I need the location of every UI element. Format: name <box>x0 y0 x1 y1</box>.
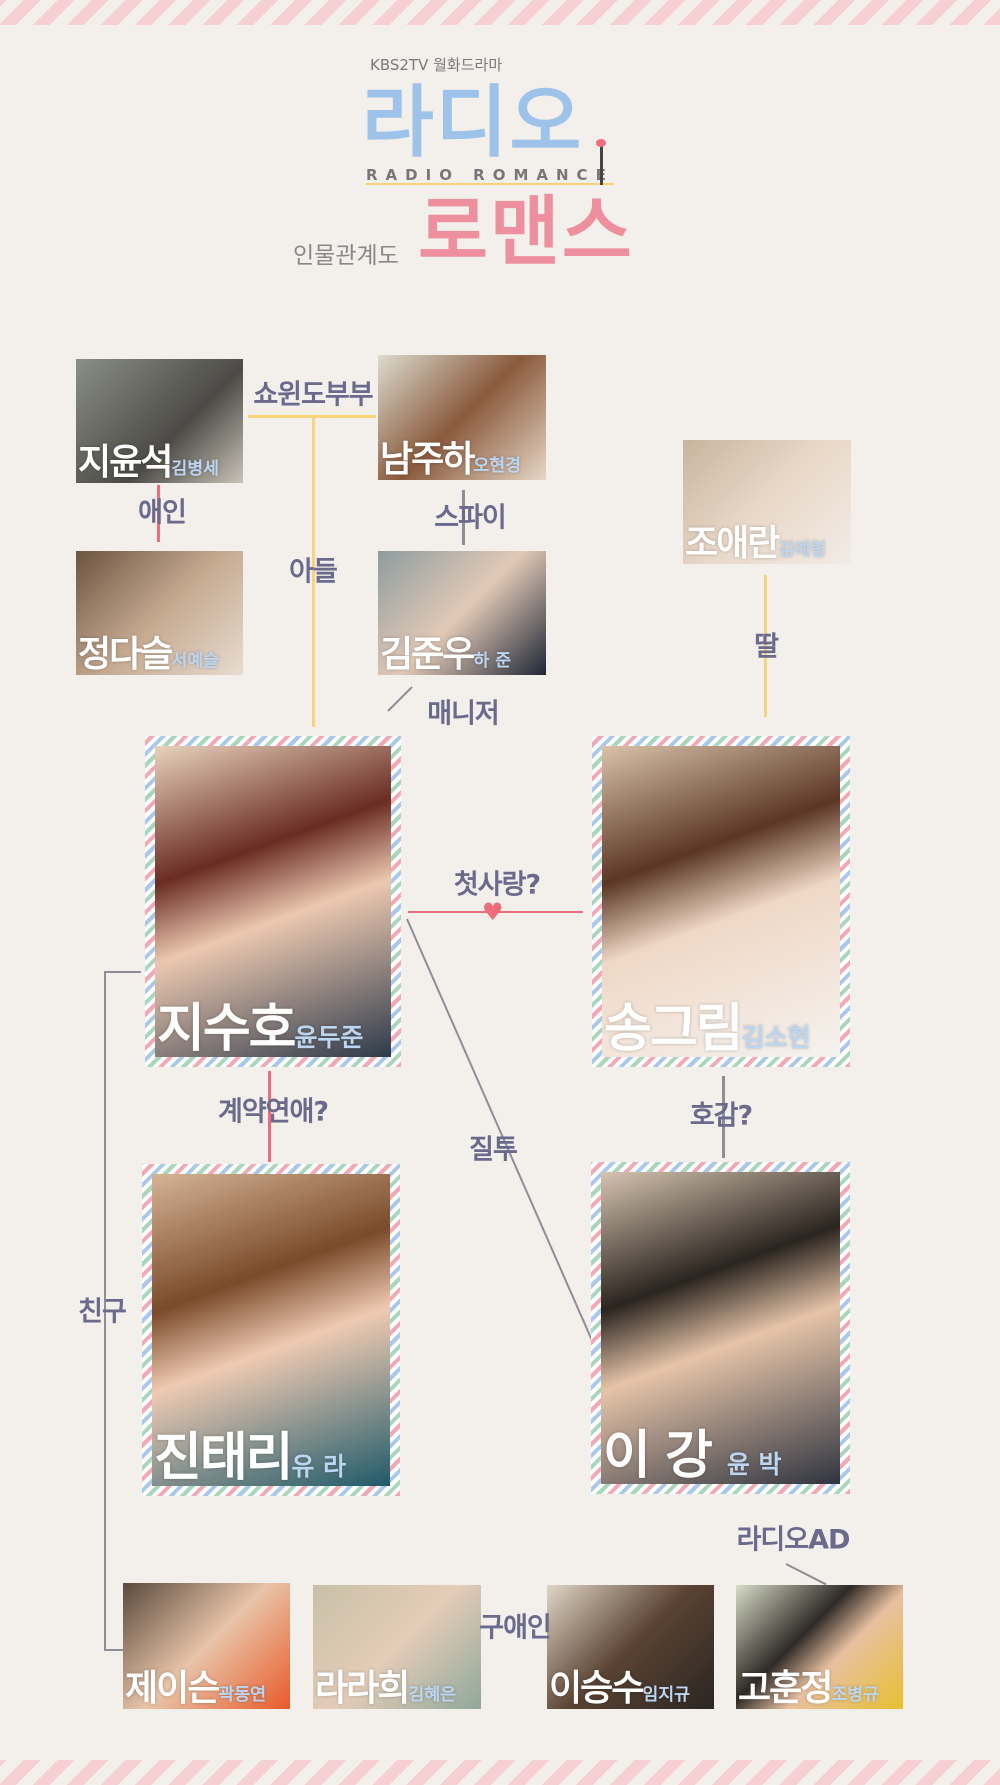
character-lee-kang: 이 강 윤 박 <box>591 1162 850 1494</box>
actor-name: 유 라 <box>291 1452 347 1481</box>
relation-radio-ad: 라디오AD <box>736 1524 851 1556</box>
character-name: 이승수 <box>549 1668 644 1709</box>
actor-name: 윤두준 <box>294 1023 364 1052</box>
relation-spy: 스파이 <box>434 502 507 534</box>
top-stripe-border <box>0 0 1000 25</box>
character-go-hunjeong: 고훈정조병규 <box>736 1585 903 1709</box>
character-ji-yunseok: 지윤석김병세 <box>76 359 243 483</box>
manager-line <box>387 686 413 712</box>
character-kim-junwoo: 김준우하 준 <box>378 551 546 675</box>
antenna-icon <box>596 139 606 185</box>
chart-label: 인물관계도 <box>293 243 399 269</box>
relation-friend: 친구 <box>78 1296 127 1328</box>
relation-son: 아들 <box>289 556 338 588</box>
title-top: 라디오 <box>362 78 584 168</box>
title-bottom: 로맨스 <box>418 187 634 276</box>
actor-name: 곽동연 <box>218 1685 267 1705</box>
character-jason: 제이슨곽동연 <box>123 1583 290 1709</box>
crush-line <box>722 1076 725 1158</box>
character-ra-rahee: 라라희김혜은 <box>313 1585 481 1709</box>
actor-name: 조병규 <box>831 1685 880 1705</box>
radio-ad-line <box>785 1563 827 1586</box>
character-song-geurim: 송그림김소현 <box>592 736 850 1067</box>
heart-icon: ♥ <box>482 898 504 926</box>
character-name: 정다슬 <box>78 634 173 675</box>
character-ji-suho: 지수호윤두준 <box>145 736 401 1067</box>
relation-lover: 애인 <box>138 497 187 529</box>
actor-name: 오현경 <box>473 456 522 476</box>
relation-contract-dating: 계약연애? <box>217 1096 329 1128</box>
character-jung-daseul: 정다슬서예슬 <box>76 551 243 675</box>
character-name: 이 강 <box>603 1426 713 1484</box>
character-name: 고훈정 <box>738 1668 833 1709</box>
character-name: 지수호 <box>157 999 297 1057</box>
character-name: 제이슨 <box>125 1668 220 1709</box>
character-jo-aeran: 조애란김예령 <box>683 440 851 564</box>
daughter-line <box>764 575 767 717</box>
relation-first-love: 첫사랑? <box>453 869 541 901</box>
actor-name: 김예령 <box>778 540 827 560</box>
actor-name: 김혜은 <box>408 1685 457 1705</box>
first-love-line <box>408 911 583 913</box>
character-lee-seungsu: 이승수임지규 <box>547 1585 714 1709</box>
friend-bracket <box>104 971 141 1651</box>
relation-jealousy: 질투 <box>469 1134 518 1166</box>
relation-crush: 호감? <box>689 1100 753 1132</box>
character-jin-taeri: 진태리유 라 <box>142 1164 400 1496</box>
character-name: 진태리 <box>154 1428 294 1486</box>
lover-line <box>157 485 160 542</box>
character-name: 조애란 <box>685 523 780 564</box>
son-line <box>312 415 315 727</box>
actor-name: 하 준 <box>473 651 512 671</box>
relation-daughter: 딸 <box>754 631 779 663</box>
jealousy-line <box>406 918 597 1348</box>
actor-name: 김소현 <box>741 1023 811 1052</box>
bottom-stripe-border <box>0 1760 1000 1785</box>
network-label: KBS2TV 월화드라마 <box>370 56 503 74</box>
relation-manager: 매니저 <box>427 698 500 730</box>
title-english: RADIO ROMANCE <box>366 166 614 185</box>
character-name: 김준우 <box>380 634 475 675</box>
actor-name: 윤 박 <box>726 1450 782 1479</box>
actor-name: 서예슬 <box>171 651 220 671</box>
character-nam-juha: 남주하오현경 <box>378 355 546 480</box>
actor-name: 김병세 <box>171 459 220 479</box>
character-name: 라라희 <box>315 1668 410 1709</box>
relation-showwindow-couple: 쇼윈도부부 <box>253 379 373 411</box>
relation-ex-lover: 구애인 <box>479 1612 552 1644</box>
character-name: 지윤석 <box>78 442 173 483</box>
contract-line <box>268 1071 271 1162</box>
character-name: 남주하 <box>380 439 475 480</box>
character-name: 송그림 <box>604 999 744 1057</box>
actor-name: 임지규 <box>642 1685 691 1705</box>
spy-line <box>462 490 465 545</box>
